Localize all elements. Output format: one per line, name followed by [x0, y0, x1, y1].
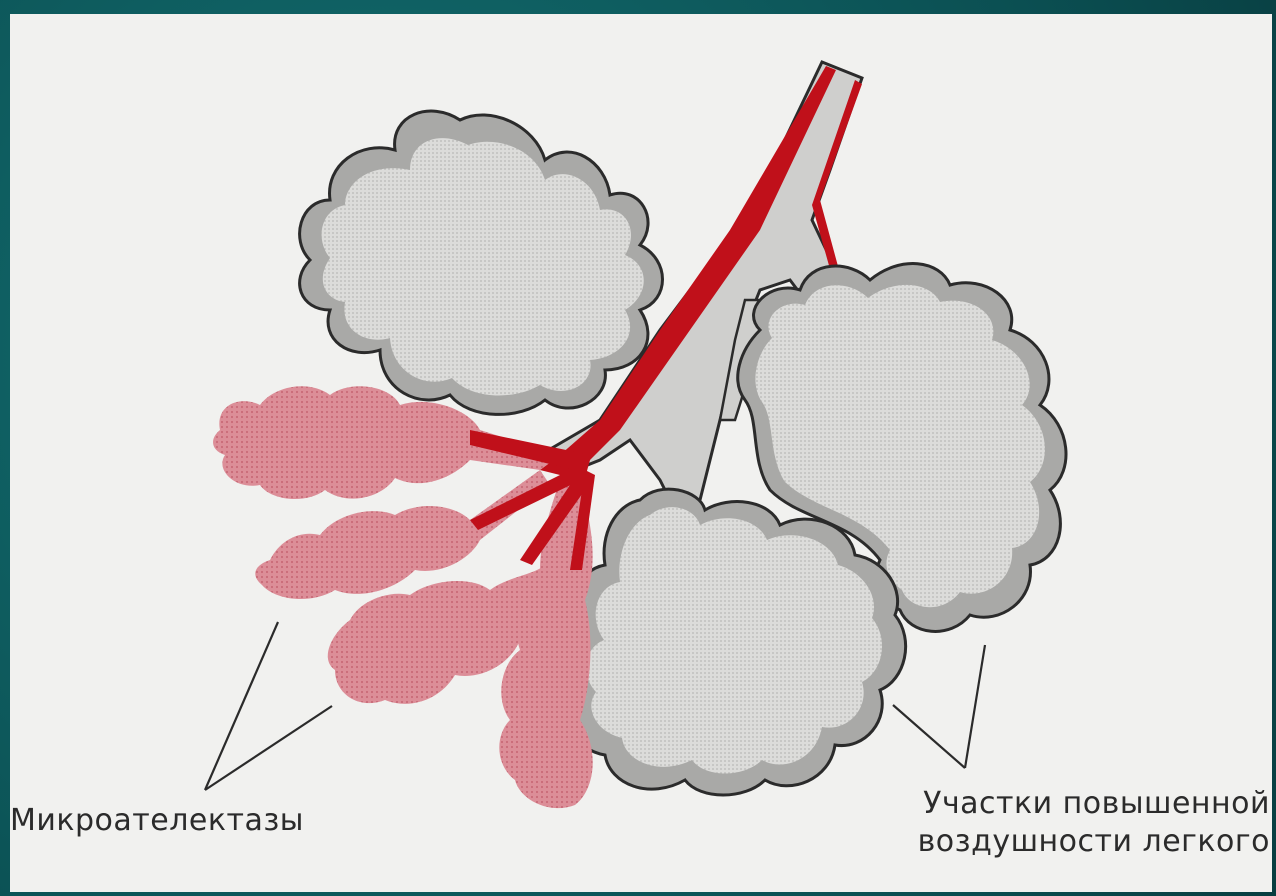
label-microatelectasis: Микроателектазы — [10, 802, 304, 840]
leader-lines-left — [205, 622, 332, 790]
leader-lines-right — [893, 645, 985, 768]
inflated-alveolus-top — [300, 111, 663, 414]
label-hyperinflation: Участки повышенной воздушности легкого — [918, 785, 1270, 861]
label-hyperinflation-line2: воздушности легкого — [918, 823, 1270, 861]
label-hyperinflation-line1: Участки повышенной — [918, 785, 1270, 823]
